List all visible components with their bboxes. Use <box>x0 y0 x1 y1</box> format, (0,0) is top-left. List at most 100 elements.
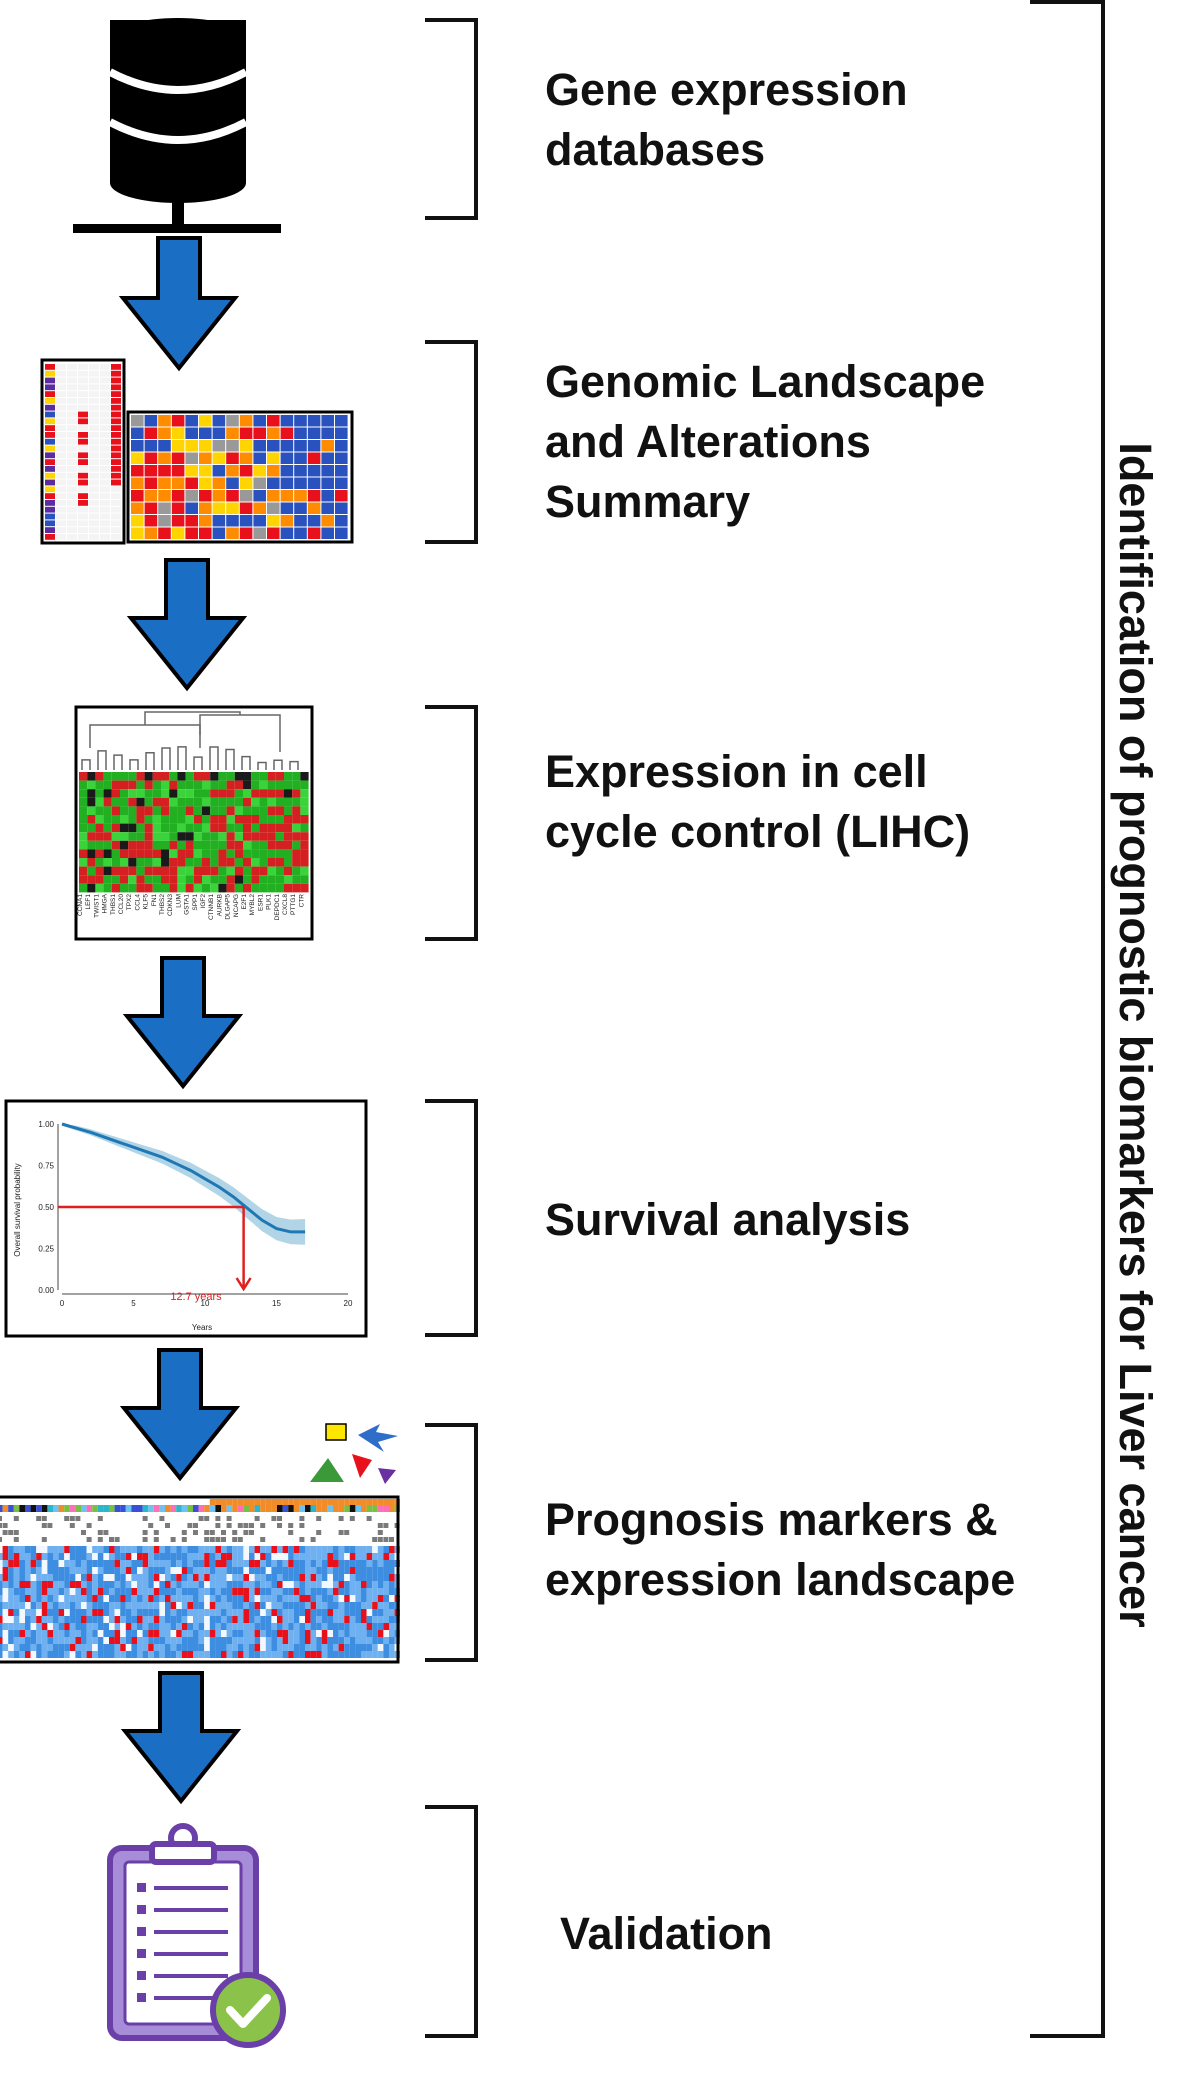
expr-cell <box>13 1560 20 1567</box>
x-tick-label: 0 <box>60 1299 65 1308</box>
rg-cell <box>267 797 276 807</box>
rg-cell <box>292 840 301 850</box>
expr-cell <box>153 1609 160 1616</box>
expr-cell <box>86 1623 93 1630</box>
rg-cell <box>267 858 276 867</box>
expr-cell <box>187 1630 193 1637</box>
expr-cell <box>377 1602 384 1609</box>
rg-cell <box>193 823 202 833</box>
expr-cell <box>204 1574 210 1581</box>
rg-cell <box>218 883 227 893</box>
annot-cell <box>193 1530 198 1535</box>
rg-cell <box>185 823 194 833</box>
heat-cell <box>158 415 171 427</box>
expr-cell <box>226 1560 233 1567</box>
rg-cell <box>275 823 284 833</box>
rg-cell <box>267 772 276 781</box>
annot-cell <box>165 1523 170 1528</box>
expr-cell <box>137 1623 143 1630</box>
expr-cell <box>198 1574 205 1581</box>
expr-cell <box>254 1623 261 1630</box>
annot-cell <box>221 1505 227 1512</box>
expr-cell <box>282 1609 289 1616</box>
expr-cell <box>25 1623 31 1630</box>
onco-cell <box>78 377 88 384</box>
expr-cell <box>47 1637 53 1644</box>
rg-cell <box>128 883 137 893</box>
rg-cell <box>251 840 260 850</box>
expr-cell <box>249 1602 255 1609</box>
rg-cell <box>226 875 235 884</box>
expr-cell <box>349 1553 356 1560</box>
annot-cell <box>41 1499 48 1505</box>
annot-cell <box>204 1499 210 1505</box>
expr-cell <box>366 1623 373 1630</box>
expr-cell <box>109 1630 115 1637</box>
expr-cell <box>8 1644 14 1651</box>
rg-cell <box>267 806 276 815</box>
expr-cell <box>249 1588 255 1595</box>
expr-cell <box>8 1616 14 1623</box>
expr-cell <box>305 1651 311 1658</box>
expr-cell <box>271 1644 277 1651</box>
expr-cell <box>299 1595 305 1602</box>
rg-cell <box>103 789 112 798</box>
expr-cell <box>64 1623 70 1630</box>
rg-cell <box>79 875 88 884</box>
expr-cell <box>338 1574 345 1581</box>
expr-cell <box>69 1616 76 1623</box>
heat-cell <box>253 415 266 427</box>
expr-cell <box>36 1595 42 1602</box>
rg-cell <box>284 832 293 841</box>
annot-cell <box>153 1499 160 1505</box>
heat-cell <box>239 502 253 514</box>
annot-cell <box>288 1499 294 1505</box>
rg-cell <box>95 875 104 884</box>
onco-cell <box>56 418 66 425</box>
rg-cell <box>259 840 268 850</box>
heat-cell <box>226 490 239 502</box>
expr-cell <box>271 1560 277 1567</box>
rg-cell <box>300 883 309 893</box>
rg-cell <box>275 789 284 798</box>
onco-cell <box>100 384 110 391</box>
rg-cell <box>284 789 293 798</box>
expr-cell <box>316 1609 322 1616</box>
expr-cell <box>153 1616 160 1623</box>
expr-cell <box>271 1546 277 1553</box>
onco-cell <box>56 534 66 540</box>
gene-label: GSTA1 <box>184 894 191 915</box>
expr-cell <box>366 1574 373 1581</box>
heat-cell <box>335 465 348 477</box>
expr-cell <box>277 1651 283 1658</box>
expr-cell <box>260 1567 266 1574</box>
expr-cell <box>181 1651 188 1658</box>
expr-cell <box>333 1560 339 1567</box>
expr-cell <box>338 1616 345 1623</box>
heat-cell <box>158 452 171 464</box>
annot-cell <box>338 1516 344 1521</box>
expr-cell <box>165 1546 171 1553</box>
expr-cell <box>372 1602 378 1609</box>
expr-cell <box>215 1574 221 1581</box>
rg-cell <box>177 772 186 781</box>
expr-cell <box>361 1602 367 1609</box>
expr-cell <box>176 1623 182 1630</box>
expr-cell <box>153 1588 160 1595</box>
onco-cell <box>89 459 99 465</box>
expr-cell <box>148 1609 154 1616</box>
rg-cell <box>128 815 137 824</box>
rg-cell <box>267 832 276 841</box>
rg-cell <box>234 866 243 876</box>
expr-cell <box>260 1546 266 1553</box>
expr-cell <box>226 1574 233 1581</box>
heat-cell <box>294 440 307 452</box>
heat-cell <box>267 415 280 427</box>
expr-cell <box>243 1616 249 1623</box>
expr-cell <box>338 1602 345 1609</box>
expr-cell <box>137 1637 143 1644</box>
expr-cell <box>209 1623 216 1630</box>
expr-cell <box>19 1581 25 1588</box>
heat-cell <box>335 527 348 539</box>
onco-cell <box>45 534 55 540</box>
